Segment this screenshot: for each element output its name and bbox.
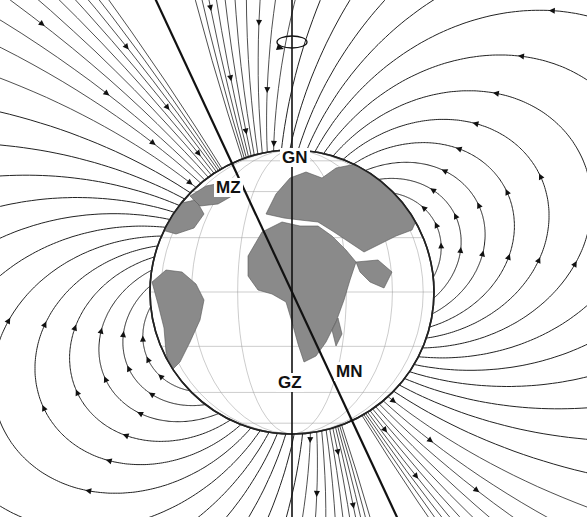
- field-line: [97, 0, 587, 517]
- field-arrowhead: [438, 242, 444, 248]
- field-arrowhead: [427, 437, 434, 443]
- field-arrowhead: [106, 458, 113, 464]
- field-arrowhead: [505, 254, 511, 261]
- field-line: [0, 0, 436, 517]
- field-arrowhead: [535, 257, 540, 264]
- field-arrowhead: [186, 179, 193, 185]
- field-arrowhead: [412, 472, 418, 479]
- field-arrowhead: [539, 173, 544, 180]
- field-line: [0, 0, 563, 517]
- field-arrowhead: [456, 147, 463, 153]
- field-arrowhead: [98, 328, 104, 335]
- field-arrowhead: [350, 502, 356, 508]
- field-arrowhead: [76, 389, 81, 396]
- field-arrowhead: [207, 5, 213, 11]
- field-arrowhead: [227, 75, 233, 81]
- field-arrowhead: [149, 139, 156, 145]
- field-arrowhead: [242, 128, 248, 134]
- field-arrowhead: [5, 318, 11, 325]
- field-arrowhead: [271, 141, 277, 147]
- field-arrowhead: [264, 87, 270, 93]
- field-arrowhead: [472, 121, 479, 127]
- field-arrowhead: [493, 91, 499, 97]
- field-arrowhead: [123, 434, 130, 440]
- field-arrowhead: [457, 247, 463, 253]
- field-arrowhead: [442, 169, 449, 174]
- field-arrowhead: [163, 103, 169, 110]
- field-arrowhead: [307, 437, 313, 443]
- field-arrowhead: [390, 397, 397, 403]
- pole-label: GZ: [276, 373, 304, 392]
- continents: [152, 164, 420, 372]
- field-line: [0, 0, 487, 517]
- field-arrowhead: [41, 321, 46, 328]
- field-arrowhead: [123, 43, 129, 50]
- field-arrowhead: [314, 491, 320, 497]
- field-arrowhead: [505, 189, 510, 196]
- geographic-axis: [291, 0, 293, 517]
- pole-label: MN: [334, 362, 364, 381]
- field-arrowhead: [149, 392, 156, 398]
- field-arrowhead: [85, 488, 91, 494]
- field-arrowhead: [549, 8, 555, 14]
- pole-label: MZ: [214, 178, 243, 197]
- field-arrowhead: [518, 54, 524, 60]
- field-arrowhead: [571, 261, 577, 268]
- field-arrowhead: [430, 188, 437, 194]
- pole-label: GN: [280, 148, 310, 167]
- field-arrowhead: [256, 20, 262, 26]
- field-arrowhead: [158, 374, 164, 380]
- field-arrowhead: [195, 150, 201, 157]
- field-arrowhead: [42, 405, 47, 412]
- field-arrowhead: [71, 325, 77, 332]
- field-line: [148, 0, 587, 517]
- field-arrowhead: [421, 206, 427, 212]
- field-arrowhead: [38, 20, 45, 26]
- field-arrowhead: [477, 202, 482, 209]
- field-arrowhead: [334, 449, 340, 455]
- field-arrowhead: [137, 412, 144, 417]
- field-arrowhead: [146, 356, 151, 363]
- field-arrowhead: [454, 213, 459, 220]
- field-arrowhead: [104, 376, 109, 383]
- field-arrowhead: [103, 89, 110, 95]
- field-arrowhead: [140, 336, 146, 342]
- rotation-symbol: [276, 36, 307, 50]
- field-arrowhead: [435, 222, 440, 229]
- field-arrowhead: [127, 365, 132, 372]
- field-arrowhead: [479, 250, 485, 257]
- field-arrowhead: [120, 331, 126, 337]
- field-arrowhead: [473, 486, 480, 492]
- field-arrowhead: [381, 426, 387, 433]
- field-arrows: [5, 5, 577, 509]
- field-line: [21, 0, 587, 517]
